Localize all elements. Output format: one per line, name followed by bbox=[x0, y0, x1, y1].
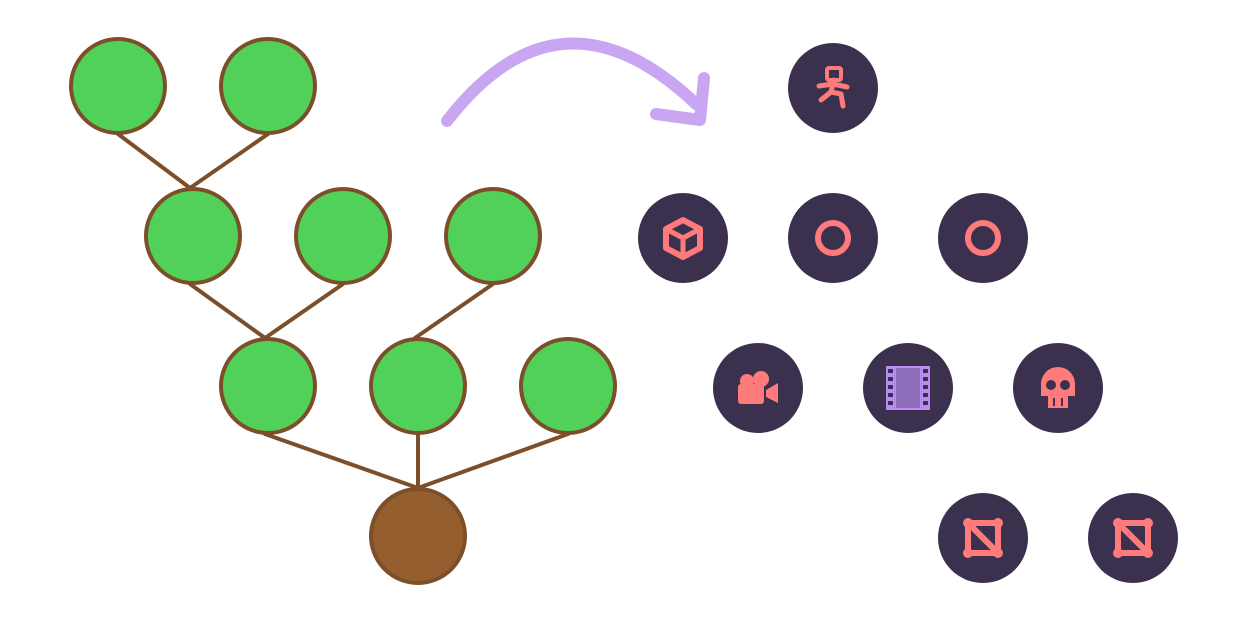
circle-icon bbox=[815, 220, 851, 256]
tree-edge bbox=[263, 282, 345, 340]
icon-badge bbox=[1088, 493, 1178, 583]
tree-edge bbox=[188, 282, 267, 340]
crossed-square-icon bbox=[963, 518, 1003, 558]
icon-badge bbox=[938, 493, 1028, 583]
tree-leaf-node bbox=[369, 337, 467, 435]
tree-edge bbox=[188, 132, 270, 190]
transform-arrow bbox=[441, 37, 702, 127]
icon-badge-background bbox=[938, 193, 1028, 283]
tree-edge bbox=[263, 432, 420, 490]
tree-leaf-node bbox=[144, 187, 242, 285]
tree-leaf-node bbox=[519, 337, 617, 435]
tree-nodes bbox=[69, 37, 617, 585]
tree-edge bbox=[416, 432, 570, 490]
circle-icon bbox=[965, 220, 1001, 256]
running-person-icon bbox=[816, 66, 850, 109]
crossed-square-icon bbox=[1113, 518, 1153, 558]
tree-root-node bbox=[369, 487, 467, 585]
icon-tree bbox=[638, 43, 1178, 583]
skull-icon bbox=[1041, 367, 1075, 408]
tree-leaf-node bbox=[219, 337, 317, 435]
icon-badge bbox=[788, 193, 878, 283]
tree-leaf-node bbox=[219, 37, 317, 135]
tree-leaf-node bbox=[69, 37, 167, 135]
icon-badge-background bbox=[788, 193, 878, 283]
movie-camera-icon bbox=[738, 371, 778, 404]
icon-badge bbox=[788, 43, 878, 133]
icon-badge bbox=[638, 193, 728, 283]
icon-badge bbox=[938, 193, 1028, 283]
tree-leaf-node bbox=[294, 187, 392, 285]
icon-badge bbox=[863, 343, 953, 433]
icon-badge bbox=[713, 343, 803, 433]
film-strip-icon bbox=[886, 366, 930, 410]
cube-icon bbox=[663, 217, 703, 260]
transform-arrow-group bbox=[441, 37, 710, 127]
icon-badge bbox=[1013, 343, 1103, 433]
tree-edge bbox=[116, 132, 192, 190]
tree-edge bbox=[413, 282, 495, 340]
tree-leaf-node bbox=[444, 187, 542, 285]
tree-edges bbox=[116, 132, 570, 490]
arrow-head bbox=[650, 72, 710, 126]
